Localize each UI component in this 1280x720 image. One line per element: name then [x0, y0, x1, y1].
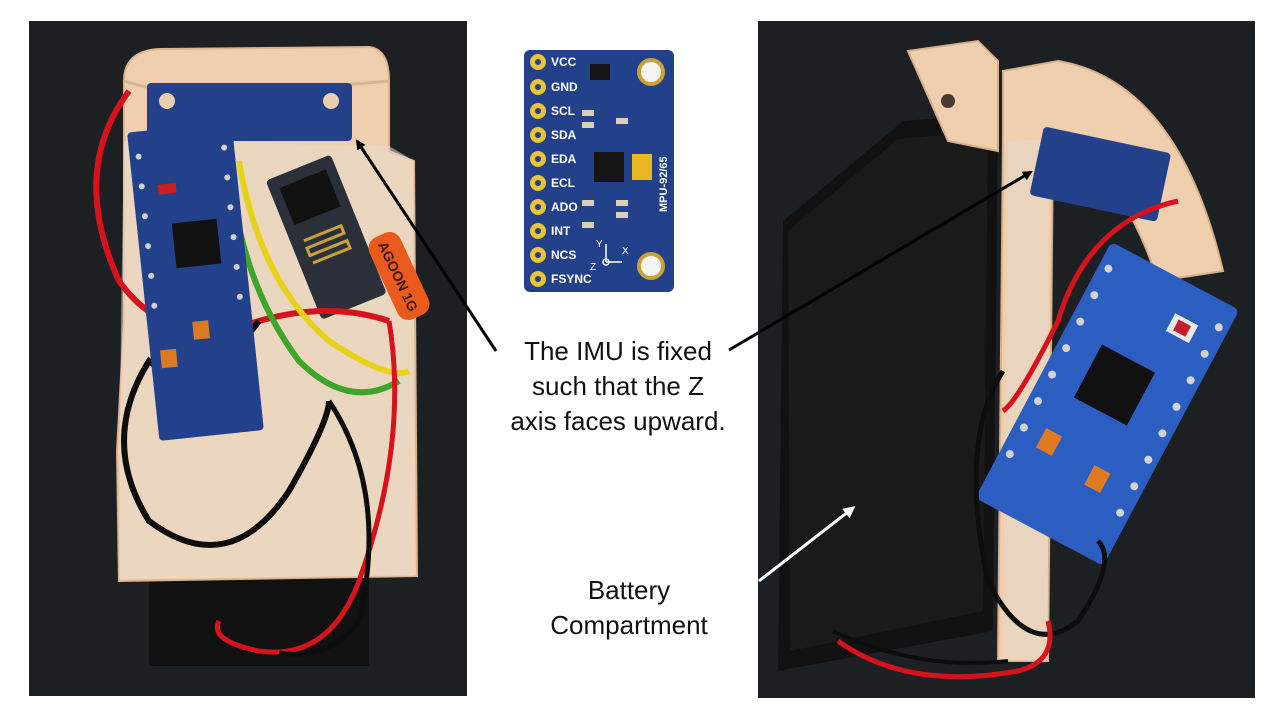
- caption-line: such that the Z: [532, 371, 704, 401]
- pin-label: FSYNC: [551, 272, 592, 286]
- axis-z-label: Z: [590, 262, 596, 273]
- pin-label: GND: [551, 80, 578, 94]
- wire-yellow: [236, 160, 411, 376]
- caption-line: Compartment: [550, 610, 708, 640]
- arduino-board: [127, 122, 264, 441]
- voltage-regulator: [590, 64, 610, 80]
- pin-label: VCC: [551, 55, 577, 69]
- imu-caption: The IMU is fixed such that the Z axis fa…: [478, 334, 758, 439]
- imu-breakout-board: VCC GND SCL SDA EDA ECL ADO INT NCS FSYN…: [524, 50, 674, 292]
- axis-y-label: Y: [596, 239, 603, 250]
- pin-label: ECL: [551, 176, 575, 190]
- housing-tab: [906, 39, 999, 153]
- imu-board-illustration: VCC GND SCL SDA EDA ECL ADO INT NCS FSYN…: [524, 50, 674, 292]
- pin-label: ADO: [551, 200, 578, 214]
- axis-x-label: X: [622, 246, 629, 257]
- imu-chip: [594, 152, 624, 182]
- tantalum-capacitor: [632, 154, 652, 180]
- wire-red: [1001, 198, 1179, 414]
- mount-hole-bottom: [637, 252, 665, 280]
- battery-caption: Battery Compartment: [520, 573, 738, 643]
- caption-line: axis faces upward.: [510, 406, 726, 436]
- pin-label: NCS: [551, 248, 576, 262]
- axis-marking: [602, 244, 622, 266]
- caption-line: Battery: [587, 575, 671, 605]
- right-device-photo: [758, 21, 1255, 698]
- pin-label: SDA: [551, 128, 577, 142]
- pin-label: INT: [551, 224, 571, 238]
- arduino-board: [977, 243, 1238, 564]
- wire-black: [973, 369, 1108, 637]
- caption-line: The IMU is fixed: [524, 336, 712, 366]
- pin-label: EDA: [551, 152, 577, 166]
- imu-model-label: MPU-92/65: [658, 156, 670, 212]
- mount-hole-top: [637, 58, 665, 86]
- pin-label: SCL: [551, 104, 575, 118]
- left-device-photo: AGOON 1G: [29, 21, 467, 696]
- imu-board-mounted: [1030, 127, 1171, 222]
- left-device-illustration: AGOON 1G: [93, 45, 430, 666]
- right-device-illustration: [778, 39, 1238, 680]
